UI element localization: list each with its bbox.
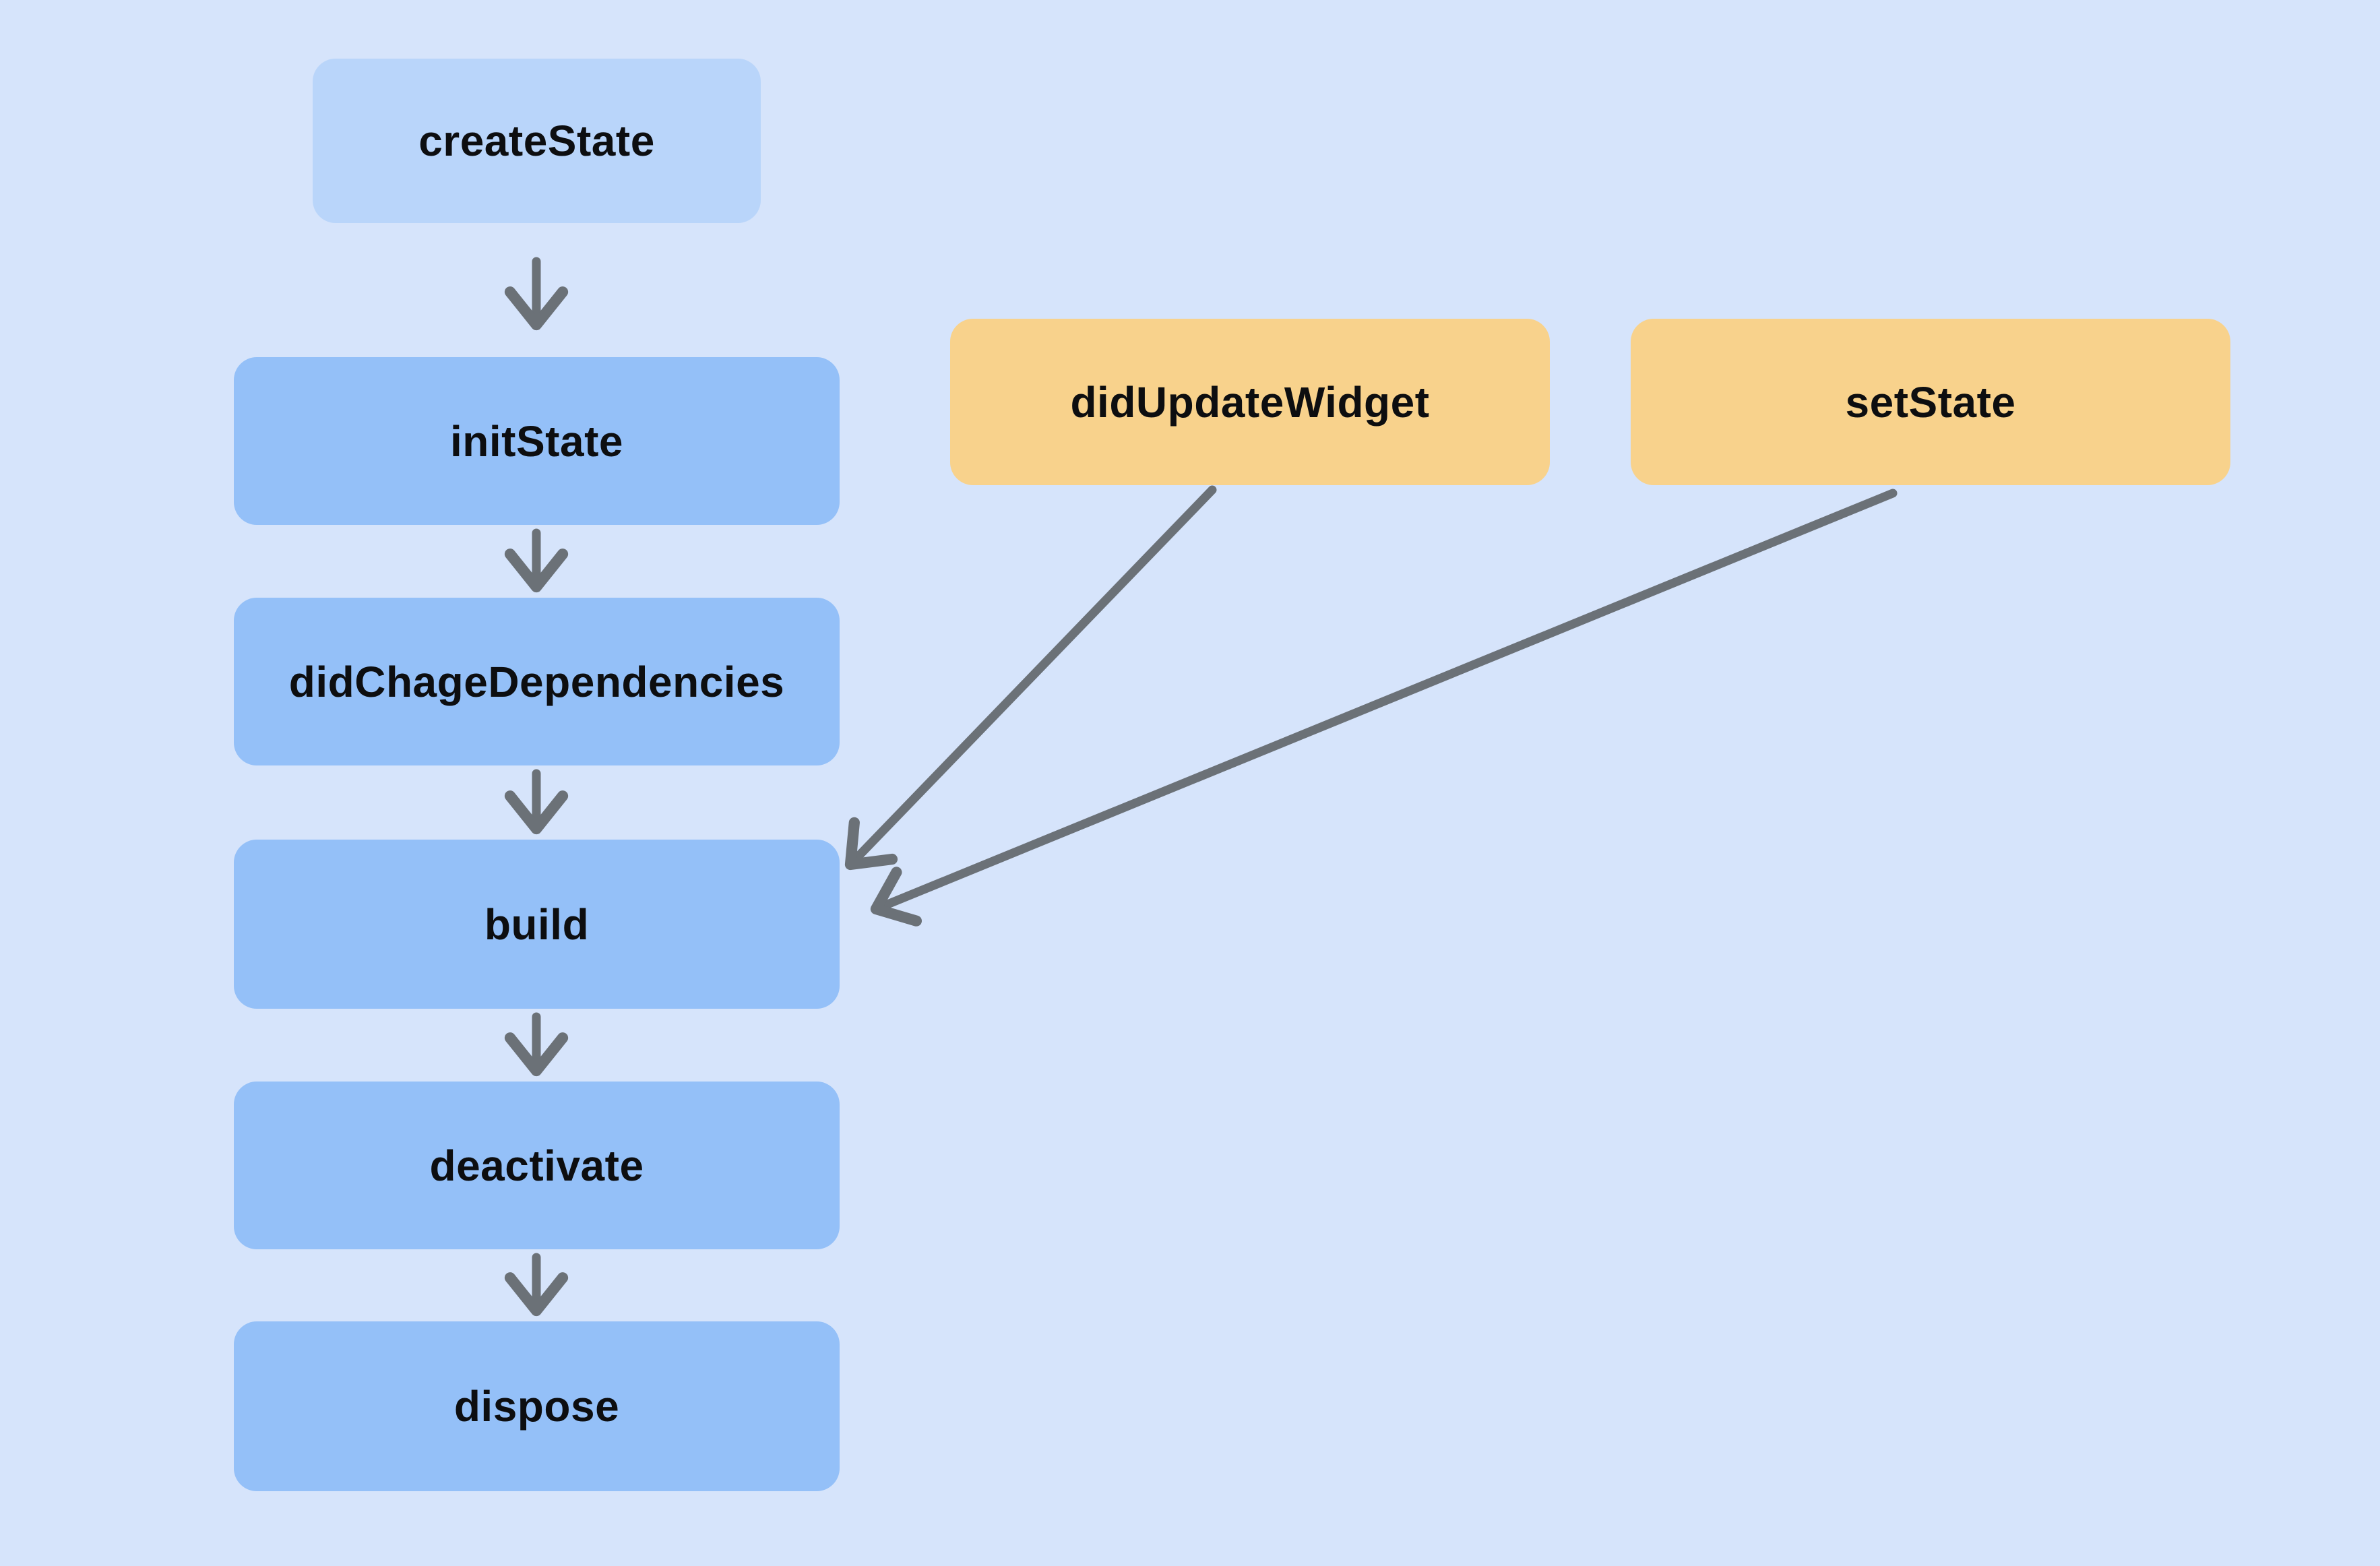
node-dispose-label: dispose: [453, 1382, 620, 1431]
node-didChageDependencies: didChageDependencies: [234, 598, 840, 765]
node-createState: createState: [313, 59, 761, 223]
node-initState: initState: [234, 357, 840, 525]
node-setState-label: setState: [1845, 377, 2016, 427]
node-didUpdateWidget-label: didUpdateWidget: [1070, 377, 1430, 427]
arrow-setState-to-build: [870, 489, 1898, 927]
node-didChageDependencies-label: didChageDependencies: [288, 657, 785, 706]
arrow-didUpdateWidget-to-build: [844, 485, 1217, 871]
node-build-label: build: [484, 900, 590, 949]
node-deactivate: deactivate: [234, 1082, 840, 1249]
node-dispose: dispose: [234, 1321, 840, 1491]
node-deactivate-label: deactivate: [429, 1141, 644, 1190]
node-initState-label: initState: [450, 416, 623, 466]
node-setState: setState: [1631, 319, 2230, 485]
node-didUpdateWidget: didUpdateWidget: [950, 319, 1550, 485]
node-build: build: [234, 840, 840, 1009]
node-createState-label: createState: [418, 117, 655, 165]
